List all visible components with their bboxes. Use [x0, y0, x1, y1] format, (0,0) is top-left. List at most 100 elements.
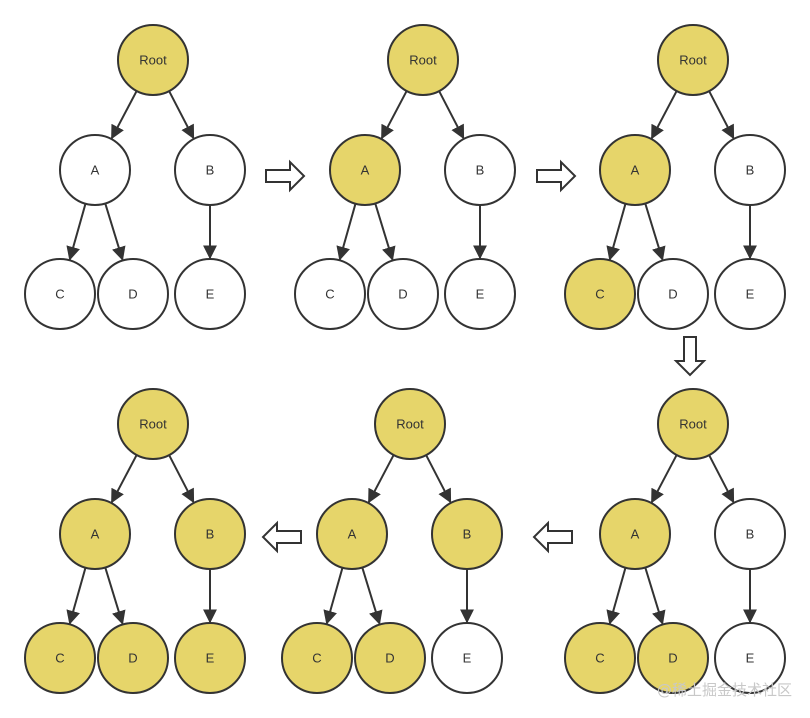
- node-c: C: [564, 622, 636, 694]
- node-label-d: D: [385, 650, 394, 665]
- node-a: A: [329, 134, 401, 206]
- edge-a-d: [104, 203, 126, 261]
- node-circle-d: [637, 258, 709, 330]
- node-circle-e: [431, 622, 503, 694]
- node-label-a: A: [91, 162, 100, 177]
- step-arrow-right-icon: [536, 159, 577, 193]
- edge-a-c: [66, 203, 87, 261]
- node-circle-root: [117, 24, 189, 96]
- node-circle-d: [367, 258, 439, 330]
- node-c: C: [294, 258, 366, 330]
- step-arrow-left-icon: [261, 520, 302, 554]
- node-circle-root: [374, 388, 446, 460]
- node-label-d: D: [668, 650, 677, 665]
- node-root: Root: [657, 388, 729, 460]
- node-label-a: A: [631, 526, 640, 541]
- node-label-e: E: [463, 650, 472, 665]
- node-circle-a: [599, 498, 671, 570]
- node-circle-b: [431, 498, 503, 570]
- node-circle-d: [97, 258, 169, 330]
- edge-root-b: [438, 90, 465, 140]
- node-label-root: Root: [139, 416, 167, 431]
- node-circle-e: [714, 258, 786, 330]
- step-arrow-right-icon: [265, 159, 306, 193]
- node-circle-root: [657, 388, 729, 460]
- node-circle-e: [444, 258, 516, 330]
- node-label-c: C: [55, 286, 64, 301]
- node-a: A: [599, 134, 671, 206]
- node-d: D: [97, 258, 169, 330]
- node-circle-d: [354, 622, 426, 694]
- node-circle-a: [316, 498, 388, 570]
- step-arrow-left-icon: [532, 520, 573, 554]
- node-a: A: [59, 134, 131, 206]
- node-b: B: [174, 498, 246, 570]
- node-circle-b: [714, 498, 786, 570]
- edge-a-d: [104, 567, 126, 625]
- node-label-e: E: [206, 650, 215, 665]
- node-label-c: C: [595, 650, 604, 665]
- node-label-a: A: [348, 526, 357, 541]
- edge-a-d: [374, 203, 396, 261]
- node-a: A: [599, 498, 671, 570]
- node-circle-b: [714, 134, 786, 206]
- node-label-b: B: [463, 526, 472, 541]
- edge-root-a: [650, 454, 678, 504]
- node-label-c: C: [595, 286, 604, 301]
- node-d: D: [97, 622, 169, 694]
- node-label-d: D: [128, 286, 137, 301]
- node-d: D: [367, 258, 439, 330]
- node-label-c: C: [325, 286, 334, 301]
- edge-root-b: [708, 90, 735, 140]
- node-circle-d: [97, 622, 169, 694]
- node-label-a: A: [91, 526, 100, 541]
- node-root: Root: [374, 388, 446, 460]
- edge-root-b: [168, 90, 195, 140]
- node-circle-e: [714, 622, 786, 694]
- node-label-b: B: [476, 162, 485, 177]
- node-e: E: [431, 622, 503, 694]
- edge-root-a: [380, 90, 408, 140]
- edge-a-c: [336, 203, 357, 261]
- node-label-e: E: [476, 286, 485, 301]
- node-label-d: D: [128, 650, 137, 665]
- edge-a-d: [644, 567, 666, 625]
- edge-a-d: [361, 567, 383, 625]
- node-d: D: [354, 622, 426, 694]
- node-e: E: [714, 622, 786, 694]
- node-circle-e: [174, 622, 246, 694]
- watermark-text: @稀土掘金技术社区: [656, 681, 792, 699]
- edge-root-b: [168, 454, 195, 504]
- node-circle-a: [59, 498, 131, 570]
- node-label-d: D: [398, 286, 407, 301]
- node-label-b: B: [206, 526, 215, 541]
- edge-root-a: [110, 90, 138, 140]
- node-c: C: [24, 258, 96, 330]
- node-label-d: D: [668, 286, 677, 301]
- node-circle-b: [174, 134, 246, 206]
- node-label-b: B: [746, 162, 755, 177]
- node-b: B: [174, 134, 246, 206]
- edge-root-a: [367, 454, 395, 504]
- node-root: Root: [117, 388, 189, 460]
- node-label-root: Root: [679, 52, 707, 67]
- node-label-root: Root: [409, 52, 437, 67]
- node-label-b: B: [206, 162, 215, 177]
- edge-a-c: [606, 203, 627, 261]
- edge-a-c: [606, 567, 627, 625]
- node-d: D: [637, 258, 709, 330]
- node-circle-c: [564, 258, 636, 330]
- edge-a-c: [323, 567, 344, 625]
- node-d: D: [637, 622, 709, 694]
- edge-root-a: [110, 454, 138, 504]
- node-b: B: [714, 498, 786, 570]
- edge-root-b: [708, 454, 735, 504]
- node-circle-a: [599, 134, 671, 206]
- node-circle-a: [329, 134, 401, 206]
